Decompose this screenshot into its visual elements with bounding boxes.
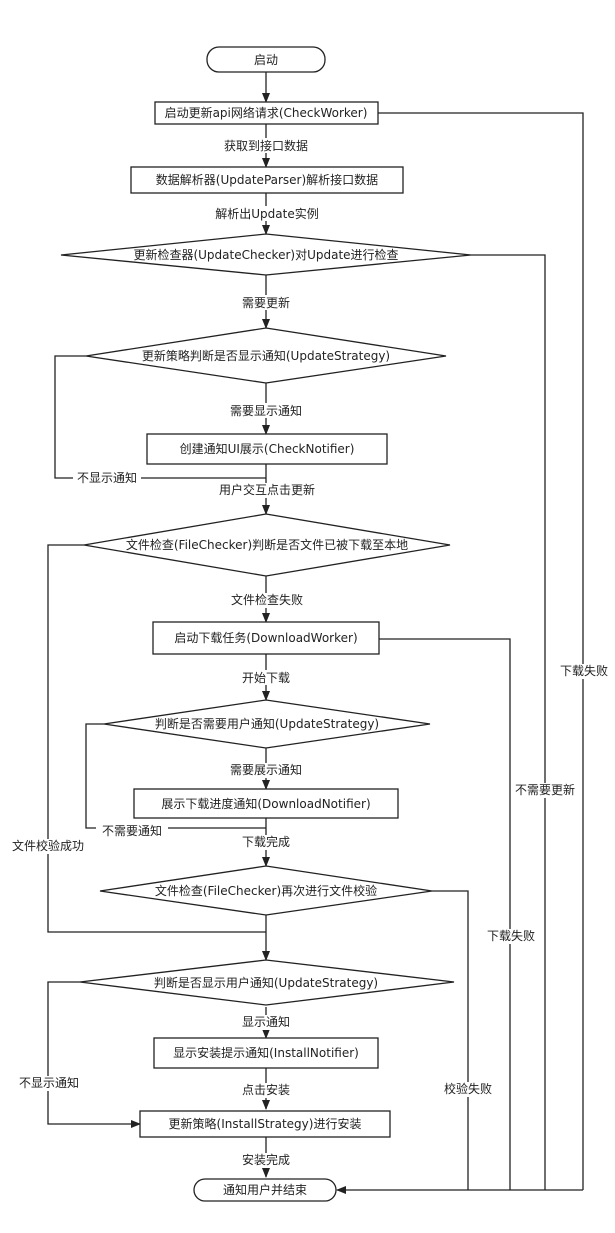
node-install-strategy-label: 更新策略(InstallStrategy)进行安装 [169,1116,362,1131]
node-check-worker-label: 启动更新api网络请求(CheckWorker) [165,105,368,120]
branch-connectors [47,112,584,1194]
label-got-data: 获取到接口数据 [224,138,308,153]
label-no-need-update: 不需要更新 [515,782,575,797]
label-show-notify: 显示通知 [242,1015,290,1029]
label-need-show-notify: 需要显示通知 [230,404,302,418]
node-check-notifier-label: 创建通知UI展示(CheckNotifier) [180,442,355,456]
label-verify-failed: 校验失败 [444,1081,492,1096]
label-click-install: 点击安装 [242,1082,290,1097]
label-file-verify-ok: 文件校验成功 [12,838,84,853]
node-file-recheck: 文件检查(FileChecker)再次进行文件校验 [99,865,433,916]
node-file-recheck-label: 文件检查(FileChecker)再次进行文件校验 [155,883,377,898]
node-install-strategy: 更新策略(InstallStrategy)进行安装 [139,1110,391,1138]
node-need-user-notify: 判断是否需要用户通知(UpdateStrategy) [103,699,431,749]
node-start-label: 启动 [254,53,278,67]
node-file-checker: 文件检查(FileChecker)判断是否文件已被下载至本地 [83,513,451,577]
node-update-strategy-show-label: 更新策略判断是否显示通知(UpdateStrategy) [142,348,390,363]
node-show-user-notify-label: 判断是否显示用户通知(UpdateStrategy) [154,975,378,990]
label-download-failed-1: 下载失败 [487,928,535,943]
label-no-show-notify-1: 不显示通知 [77,471,137,485]
node-need-user-notify-label: 判断是否需要用户通知(UpdateStrategy) [155,716,379,731]
label-download-done: 下载完成 [242,834,290,849]
node-check-worker: 启动更新api网络请求(CheckWorker) [154,101,379,125]
label-start-download: 开始下载 [242,671,290,685]
label-install-done: 安装完成 [242,1152,290,1167]
label-parsed-update: 解析出Update实例 [215,206,318,221]
label-user-click-update: 用户交互点击更新 [219,482,315,497]
node-install-notifier-label: 显示安装提示通知(InstallNotifier) [173,1045,359,1060]
label-no-show-notify-2: 不显示通知 [19,1076,79,1090]
label-download-failed-2: 下载失败 [560,663,608,678]
node-download-worker-label: 启动下载任务(DownloadWorker) [174,630,357,645]
node-end-label: 通知用户并结束 [223,1182,307,1197]
edge-labels: 获取到接口数据 解析出Update实例 需要更新 需要显示通知 不显示通知 用户… [4,138,612,1168]
node-update-strategy-show: 更新策略判断是否显示通知(UpdateStrategy) [85,327,447,384]
node-update-parser: 数据解析器(UpdateParser)解析接口数据 [130,166,404,194]
label-no-need-notify: 不需要通知 [102,824,162,838]
node-file-checker-label: 文件检查(FileChecker)判断是否文件已被下载至本地 [126,537,408,552]
node-update-checker: 更新检查器(UpdateChecker)对Update进行检查 [60,233,472,276]
node-start: 启动 [206,46,326,73]
node-install-notifier: 显示安装提示通知(InstallNotifier) [153,1037,379,1069]
node-end: 通知用户并结束 [193,1178,337,1202]
node-download-notifier: 展示下载进度通知(DownloadNotifier) [133,788,399,819]
label-need-show-progress: 需要展示通知 [230,763,302,777]
node-update-checker-label: 更新检查器(UpdateChecker)对Update进行检查 [133,247,398,262]
node-show-user-notify: 判断是否显示用户通知(UpdateStrategy) [79,959,455,1006]
node-update-parser-label: 数据解析器(UpdateParser)解析接口数据 [156,172,378,187]
node-download-worker: 启动下载任务(DownloadWorker) [152,621,380,655]
label-need-update: 需要更新 [242,295,290,310]
label-file-check-failed: 文件检查失败 [231,592,303,607]
node-download-notifier-label: 展示下载进度通知(DownloadNotifier) [161,796,370,811]
node-check-notifier: 创建通知UI展示(CheckNotifier) [146,433,388,465]
